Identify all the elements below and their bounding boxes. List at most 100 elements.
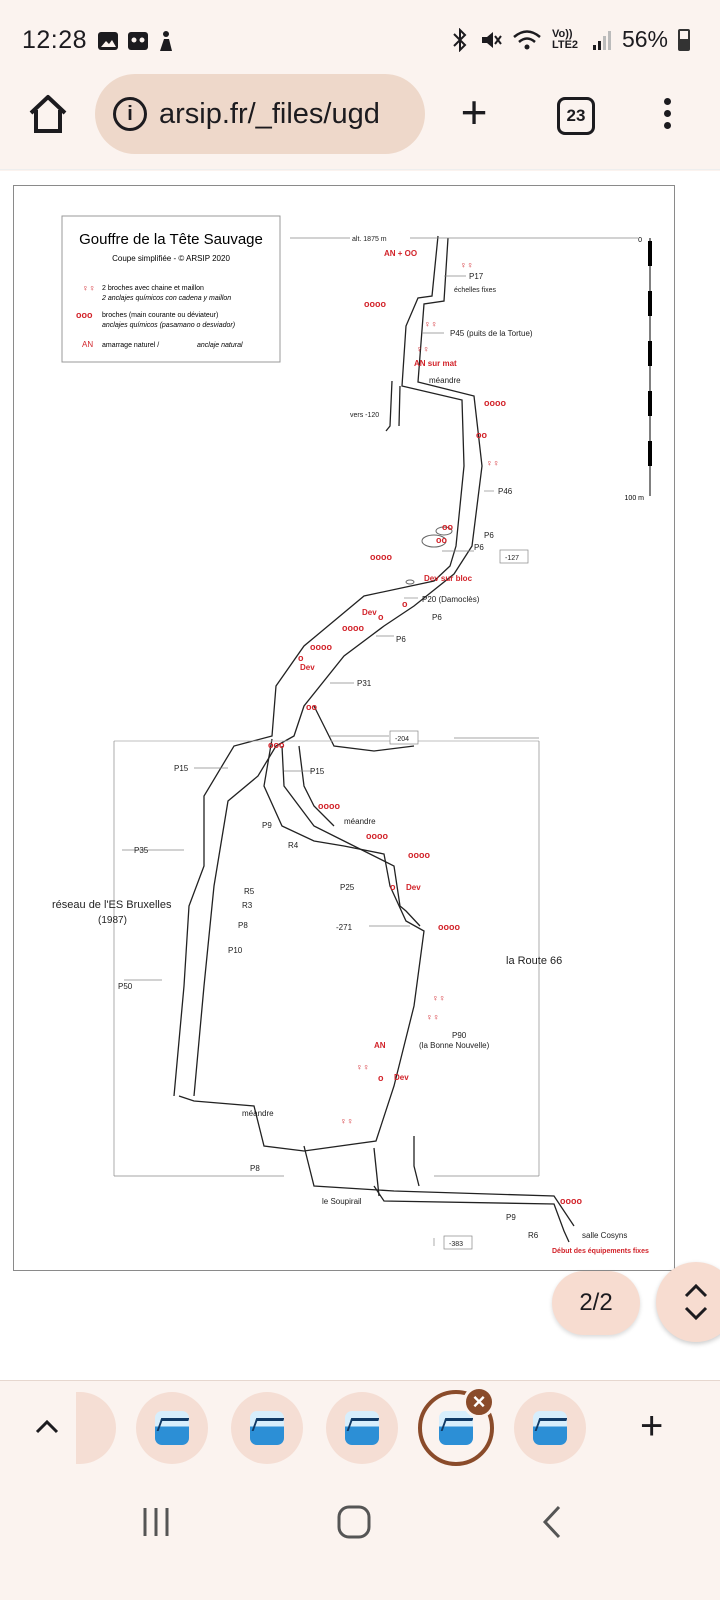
label-p8-a: P8 <box>238 921 248 930</box>
menu-icon[interactable] <box>660 94 674 138</box>
cave-survey: Gouffre de la Tête Sauvage Coupe simplif… <box>52 215 652 1255</box>
svg-text:♀♀: ♀♀ <box>460 260 474 270</box>
label-alt: alt. 1875 m <box>352 236 387 243</box>
label-dev-3: Dev <box>406 883 421 892</box>
svg-text:oooo: oooo <box>364 299 386 309</box>
svg-text:o: o <box>390 882 396 892</box>
battery-percent: 56% <box>621 26 668 52</box>
label-meandre-1: méandre <box>429 376 461 385</box>
site-favicon <box>250 1411 284 1445</box>
site-favicon <box>155 1411 189 1445</box>
label-an-oo: AN + OO <box>384 249 417 258</box>
cave-survey-page: Gouffre de la Tête Sauvage Coupe simplif… <box>13 185 675 1271</box>
survey-title: Gouffre de la Tête Sauvage <box>79 231 263 248</box>
label-p25: P25 <box>340 883 355 892</box>
label-meandre-3: méandre <box>242 1109 274 1118</box>
status-notification-icons <box>97 30 175 52</box>
legend-symbol-1: ♀♀ <box>82 283 96 293</box>
svg-text:oo: oo <box>476 430 487 440</box>
back-icon[interactable] <box>540 1504 564 1540</box>
svg-text:oooo: oooo <box>310 642 332 652</box>
label-meandre-2: méandre <box>344 817 376 826</box>
scroll-button[interactable] <box>656 1262 720 1342</box>
label-p90: P90 <box>452 1031 467 1040</box>
svg-text:ooo: ooo <box>268 740 285 750</box>
address-bar[interactable]: i arsip.fr/_files/ugd <box>95 74 425 154</box>
svg-text:♀♀: ♀♀ <box>416 344 430 354</box>
label-dev-1: Dev <box>362 608 377 617</box>
label-dev-bloc: Dev sur bloc <box>424 574 473 583</box>
tab-thumb-1[interactable] <box>136 1392 208 1464</box>
accessibility-icon <box>160 31 172 51</box>
chevron-up-icon[interactable] <box>34 1416 60 1436</box>
label-salle-cosyns: salle Cosyns <box>582 1231 627 1240</box>
scale-bar <box>648 241 652 466</box>
signal-icon <box>592 30 611 50</box>
close-icon[interactable]: × <box>463 1386 495 1418</box>
legend-symbol-3: AN <box>82 340 93 349</box>
page-indicator[interactable]: 2/2 <box>552 1271 640 1335</box>
svg-text:♀♀: ♀♀ <box>426 1012 440 1022</box>
label-p15-b: P15 <box>310 767 325 776</box>
status-time: 12:28 <box>22 26 88 54</box>
cave-outline <box>173 235 575 1243</box>
legend-line-1a: 2 broches avec chaine et maillon <box>102 285 204 292</box>
label-soupirail: le Soupirail <box>322 1197 362 1206</box>
tabs-icon[interactable]: 23 <box>557 97 595 135</box>
svg-text:oooo: oooo <box>342 623 364 633</box>
label-p8-b: P8 <box>250 1164 260 1173</box>
label-dev-2: Dev <box>300 663 315 672</box>
recents-icon[interactable] <box>140 1504 174 1540</box>
tab-thumb-5[interactable] <box>514 1392 586 1464</box>
leader-lines <box>113 237 638 1246</box>
url-text[interactable]: arsip.fr/_files/ugd <box>159 97 380 130</box>
depth-zero: 0 <box>638 237 642 244</box>
svg-text:♀♀: ♀♀ <box>432 993 446 1003</box>
wifi-icon <box>513 29 541 49</box>
info-icon[interactable]: i <box>113 97 147 131</box>
new-tab-button[interactable]: + <box>452 89 496 136</box>
legend-line-1b: 2 anclajes químicos con cadena y maillon <box>101 295 231 302</box>
status-bar: 12:28 Vo)) LTE2 56% <box>0 0 720 78</box>
label-p10: P10 <box>228 946 243 955</box>
svg-text:o: o <box>378 612 384 622</box>
label-m127: -127 <box>505 555 519 562</box>
label-echelles: échelles fixes <box>454 287 497 294</box>
label-p17: P17 <box>469 272 484 281</box>
legend-symbol-2: ooo <box>76 310 93 320</box>
svg-text:o: o <box>402 599 408 609</box>
label-p46: P46 <box>498 487 513 496</box>
svg-text:oooo: oooo <box>370 552 392 562</box>
label-p35: P35 <box>134 846 149 855</box>
svg-text:o: o <box>378 1073 384 1083</box>
survey-subtitle: Coupe simplifiée - © ARSIP 2020 <box>112 254 230 263</box>
tab-thumb-3[interactable] <box>326 1392 398 1464</box>
svg-text:oooo: oooo <box>438 922 460 932</box>
web-content[interactable]: Gouffre de la Tête Sauvage Coupe simplif… <box>0 171 720 1381</box>
svg-text:♀♀: ♀♀ <box>486 458 500 468</box>
bluetooth-icon <box>453 27 467 52</box>
svg-text:oooo: oooo <box>484 398 506 408</box>
label-reseau: réseau de l'ES Bruxelles <box>52 899 172 911</box>
voicemail-icon <box>128 32 148 50</box>
svg-text:oo: oo <box>436 535 447 545</box>
label-an-2: AN <box>374 1041 386 1050</box>
battery-icon <box>678 28 690 51</box>
plus-icon[interactable]: + <box>640 1404 664 1448</box>
legend-line-3b: anclaje natural <box>197 342 243 349</box>
label-vers: vers -120 <box>350 412 379 419</box>
plus-icon[interactable]: + <box>460 86 488 138</box>
label-p6-d: P6 <box>396 635 406 644</box>
chevron-up-down-icon[interactable] <box>656 1262 720 1342</box>
gallery-icon <box>98 32 118 50</box>
site-favicon <box>439 1411 473 1445</box>
tab-thumb-2[interactable] <box>231 1392 303 1464</box>
svg-text:oo: oo <box>306 702 317 712</box>
legend-line-2a: broches (main courante ou déviateur) <box>102 312 218 319</box>
mute-icon <box>481 31 502 48</box>
svg-text:♀♀: ♀♀ <box>356 1062 370 1072</box>
svg-text:oo: oo <box>442 522 453 532</box>
label-p50: P50 <box>118 982 133 991</box>
home-icon[interactable] <box>26 92 70 136</box>
home-nav-icon[interactable] <box>336 1504 372 1540</box>
